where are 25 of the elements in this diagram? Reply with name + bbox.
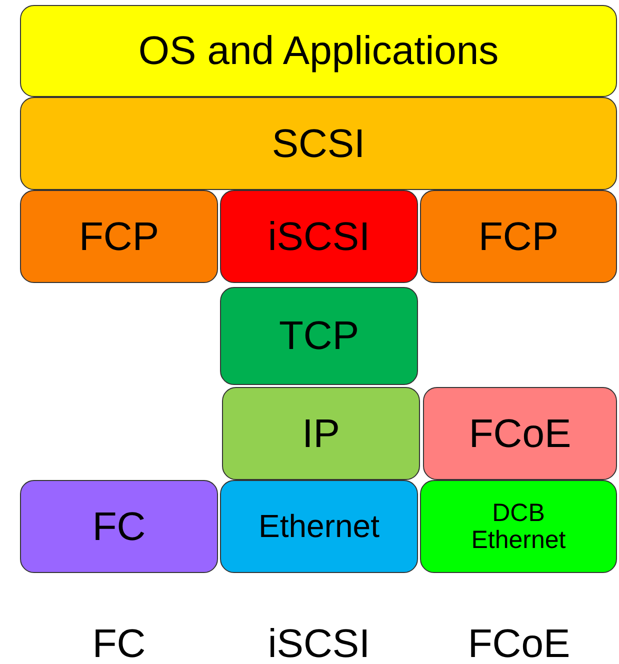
layer-label: DCB Ethernet <box>470 500 567 553</box>
layer-box <box>20 5 617 97</box>
layer-box <box>420 190 617 283</box>
layer-label: FCP <box>478 216 558 258</box>
layer-label: FC <box>92 506 146 548</box>
layer-box <box>20 190 218 283</box>
layer-box <box>420 480 617 573</box>
stack-name: iSCSI <box>266 622 372 664</box>
layer-label: FCP <box>79 216 159 258</box>
layer-label: SCSI <box>272 122 366 164</box>
stack-name: FCoE <box>466 622 572 664</box>
layer-label: FCoE <box>468 412 572 454</box>
layer-box <box>220 190 418 283</box>
layer-label: Ethernet <box>258 510 380 544</box>
layer-label: OS and Applications <box>138 30 499 72</box>
layer-box <box>220 480 418 573</box>
layer-box <box>20 480 218 573</box>
layer-box <box>222 387 420 480</box>
layer-box <box>423 387 617 480</box>
layer-box <box>220 287 418 385</box>
layer-label: TCP <box>279 315 359 357</box>
stack-name: FC <box>91 622 147 664</box>
layer-box <box>20 97 617 190</box>
layer-label: iSCSI <box>268 216 370 258</box>
layer-label: IP <box>302 412 340 454</box>
